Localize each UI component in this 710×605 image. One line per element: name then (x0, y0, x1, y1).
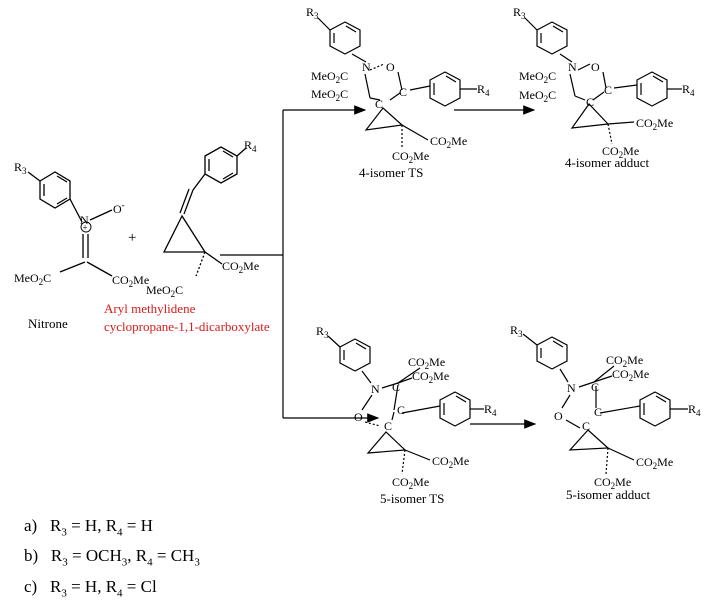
svg-text:O: O (386, 60, 395, 74)
svg-text:C: C (586, 95, 594, 109)
svg-text:+: + (83, 223, 88, 233)
aryl-caption-line2: cyclopropane-1,1-dicarboxylate (104, 319, 270, 334)
svg-text:R3: R3 (316, 324, 329, 340)
ts4-structure (317, 17, 477, 148)
nitrone-co2me: CO2Me (112, 273, 149, 289)
r3-label: R3 (14, 160, 27, 176)
svg-text:N: N (568, 60, 577, 74)
svg-text:C: C (591, 380, 599, 394)
nitrone-n: N (80, 213, 89, 227)
legend-row-c: c) R3 = H, R4 = Cl (24, 576, 157, 600)
svg-text:N: N (371, 382, 380, 396)
plus-sign: + (128, 230, 136, 246)
substituent-legend: a) R3 = H, R4 = H b) R3 = OCH3, R4 = CH3… (24, 514, 200, 605)
svg-text:N: N (362, 60, 371, 74)
nitrone-caption: Nitrone (28, 316, 68, 331)
svg-text:CO2Me: CO2Me (392, 149, 429, 165)
svg-text:R3: R3 (306, 5, 319, 21)
ts4-labels: R3 N O C C MeO2C MeO2C R4 CO2Me CO2Me 4-… (306, 5, 490, 180)
adduct4-caption: 4-isomer adduct (565, 155, 650, 170)
ts4-caption: 4-isomer TS (359, 165, 423, 180)
svg-text:N: N (567, 381, 576, 395)
aryl-co2me: CO2Me (222, 259, 259, 275)
svg-text:CO2Me: CO2Me (594, 475, 631, 491)
svg-text:R4: R4 (682, 82, 695, 98)
svg-text:C: C (594, 405, 602, 419)
legend-row-a: a) R3 = H, R4 = H (24, 516, 153, 539)
svg-text:R3: R3 (510, 323, 523, 339)
svg-text:CO2Me: CO2Me (606, 353, 643, 369)
ts5-labels: R3 N O C C C CO2Me CO2Me R4 CO2Me CO2Me … (316, 324, 497, 506)
adduct4-structure (524, 17, 682, 145)
adduct5-labels: R3 N O C C C CO2Me CO2Me R4 CO2Me CO2Me … (510, 323, 701, 502)
svg-text:C: C (392, 380, 400, 394)
nitrone-o-minus: O- (113, 200, 125, 216)
svg-text:C: C (384, 419, 392, 433)
svg-text:C: C (604, 83, 612, 97)
aryl-methylidene-structure (162, 146, 247, 277)
aryl-meo2c: MeO2C (146, 283, 183, 299)
pathway-lines (220, 105, 537, 429)
svg-text:R4: R4 (477, 82, 490, 98)
svg-text:MeO2C: MeO2C (311, 69, 348, 85)
nitrone-labels: R3 + N O- MeO2C CO2Me Nitrone + (14, 160, 149, 331)
svg-text:C: C (375, 97, 383, 111)
svg-text:CO2Me: CO2Me (636, 455, 673, 471)
svg-text:C: C (399, 85, 407, 99)
svg-text:CO2Me: CO2Me (408, 355, 445, 371)
svg-text:C: C (582, 419, 590, 433)
svg-text:O: O (554, 409, 563, 423)
ts5-caption: 5-isomer TS (380, 491, 444, 506)
svg-text:CO2Me: CO2Me (392, 475, 429, 491)
svg-text:MeO2C: MeO2C (519, 69, 556, 85)
svg-text:C: C (397, 403, 405, 417)
nitrone-meo2c: MeO2C (14, 271, 51, 287)
legend-row-b: b) R3 = OCH3, R4 = CH3 (24, 546, 200, 569)
aryl-labels: R4 CO2Me MeO2C Aryl methylidene cyclopro… (104, 138, 270, 334)
adduct5-caption: 5-isomer adduct (566, 487, 651, 502)
svg-text:CO2Me: CO2Me (430, 134, 467, 150)
aryl-caption-line1: Aryl methylidene (104, 301, 196, 316)
svg-text:CO2Me: CO2Me (602, 144, 639, 160)
svg-text:CO2Me: CO2Me (612, 367, 649, 383)
svg-text:CO2Me: CO2Me (412, 369, 449, 385)
svg-text:R3: R3 (513, 5, 526, 21)
nitrone-structure (27, 171, 113, 277)
ts5-structure (327, 335, 484, 475)
svg-text:R4: R4 (688, 402, 701, 418)
svg-text:R4: R4 (484, 402, 497, 418)
adduct5-structure (522, 333, 688, 475)
adduct4-labels: R3 N O C C MeO2C MeO2C R4 CO2Me CO2Me 4-… (513, 5, 695, 170)
svg-text:MeO2C: MeO2C (311, 87, 348, 103)
svg-text:O: O (591, 60, 600, 74)
svg-text:CO2Me: CO2Me (432, 454, 469, 470)
svg-text:MeO2C: MeO2C (519, 88, 556, 104)
svg-text:CO2Me: CO2Me (636, 116, 673, 132)
r4-label: R4 (244, 138, 257, 154)
svg-text:O: O (354, 410, 363, 424)
